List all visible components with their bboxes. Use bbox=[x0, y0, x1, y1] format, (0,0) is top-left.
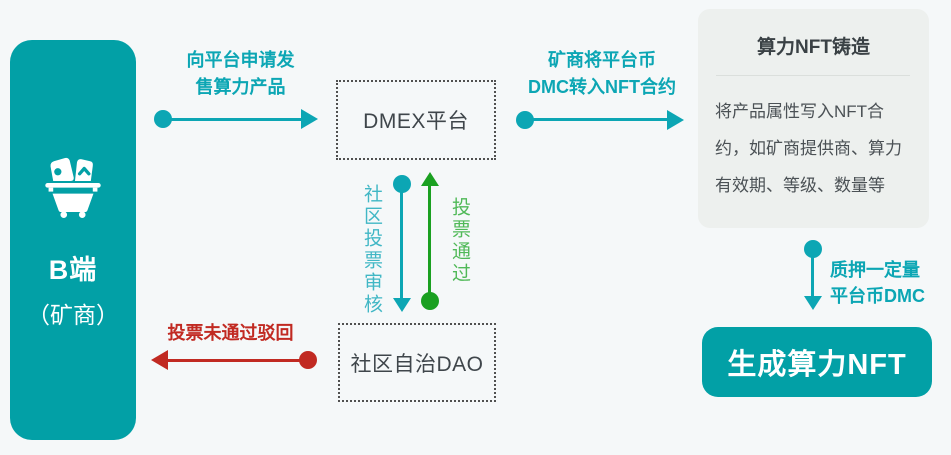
apply-edge-label-line1: 向平台申请发 bbox=[186, 50, 295, 70]
pledge-edge-label-line2: 平台币DMC bbox=[830, 286, 925, 306]
transfer-arrow-line bbox=[522, 118, 668, 121]
dao-node-label: 社区自治DAO bbox=[350, 352, 484, 376]
mint-card: 算力NFT铸造 将产品属性写入NFT合 约，如矿商提供商、算力 有效期、等级、数… bbox=[698, 9, 929, 228]
result-node: 生成算力NFT bbox=[702, 327, 932, 397]
transfer-arrow-head-icon bbox=[667, 110, 684, 130]
apply-arrow-line bbox=[160, 118, 308, 121]
dao-node: 社区自治DAO bbox=[338, 323, 496, 402]
miner-label-line1: B端 bbox=[48, 255, 98, 285]
vote-review-label: 社区投票审核 bbox=[361, 184, 382, 316]
mint-card-divider bbox=[716, 75, 910, 76]
vote-review-line bbox=[400, 184, 403, 300]
vote-pass-start-dot bbox=[421, 292, 439, 310]
mint-card-body-line2: 约，如矿商提供商、算力 bbox=[715, 139, 902, 158]
reject-arrow-line bbox=[162, 359, 308, 362]
vote-review-arrow-head-icon bbox=[393, 298, 411, 312]
mine-cart-icon bbox=[45, 157, 101, 218]
transfer-edge-label-line2: DMC转入NFT合约 bbox=[528, 77, 676, 97]
mint-card-body-line1: 将产品属性写入NFT合 bbox=[715, 102, 885, 121]
reject-edge-label: 投票未通过驳回 bbox=[167, 323, 294, 343]
vote-pass-label: 投票通过 bbox=[449, 197, 470, 285]
vote-pass-line bbox=[428, 186, 431, 301]
apply-edge-label-line2: 售算力产品 bbox=[195, 77, 286, 97]
mint-card-body: 将产品属性写入NFT合 约，如矿商提供商、算力 有效期、等级、数量等 bbox=[715, 93, 921, 204]
transfer-edge-label: 矿商将平台币 DMC转入NFT合约 bbox=[516, 47, 688, 101]
reject-arrow-head-icon bbox=[151, 350, 168, 370]
pledge-edge-label: 质押一定量 平台币DMC bbox=[830, 257, 940, 309]
pledge-arrow-line bbox=[811, 249, 814, 298]
transfer-edge-label-line1: 矿商将平台币 bbox=[548, 50, 656, 70]
apply-arrow-head-icon bbox=[301, 109, 318, 129]
mint-card-body-line3: 有效期、等级、数量等 bbox=[715, 176, 885, 195]
dmex-node: DMEX平台 bbox=[336, 80, 496, 160]
apply-edge-label: 向平台申请发 售算力产品 bbox=[168, 47, 313, 101]
result-node-label: 生成算力NFT bbox=[727, 349, 907, 381]
miner-label-line2: （矿商） bbox=[27, 302, 119, 328]
mint-card-title: 算力NFT铸造 bbox=[757, 37, 870, 58]
pledge-edge-label-line1: 质押一定量 bbox=[830, 260, 920, 280]
vote-pass-arrow-head-icon bbox=[421, 172, 439, 186]
dmex-node-label: DMEX平台 bbox=[363, 110, 469, 133]
reject-arrow-start-dot bbox=[299, 351, 317, 369]
pledge-arrow-head-icon bbox=[804, 296, 822, 310]
miner-node: B端 （矿商） bbox=[10, 40, 136, 440]
